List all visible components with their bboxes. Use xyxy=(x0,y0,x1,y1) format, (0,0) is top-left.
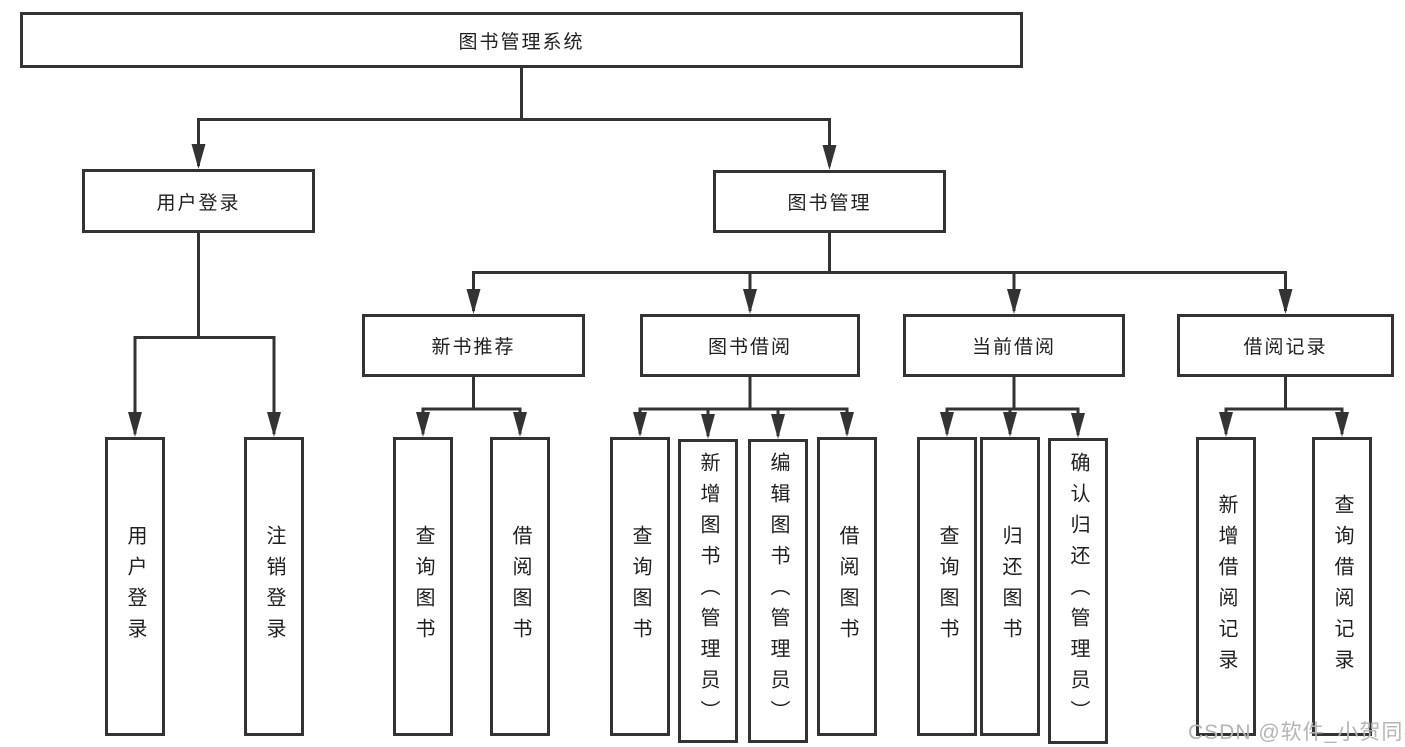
leaf-label: 确认归还（管理员） xyxy=(1067,451,1089,731)
leaf-user-login: 用户登录 xyxy=(105,437,165,736)
leaf-query-books: 查询图书 xyxy=(917,437,977,736)
node-label: 图书管理系统 xyxy=(458,31,585,53)
leaf-label: 查询图书 xyxy=(412,524,434,649)
leaf-borrow-books: 借阅图书 xyxy=(817,437,877,736)
node-label: 图书借阅 xyxy=(707,337,792,358)
leaf-confirm-return-admin: 确认归还（管理员） xyxy=(1048,438,1108,744)
node-book-management: 图书管理 xyxy=(713,170,946,233)
node-book-borrow: 图书借阅 xyxy=(640,314,860,377)
leaf-label: 查询图书 xyxy=(936,524,958,649)
leaf-label: 注销登录 xyxy=(263,524,285,649)
node-library-management-system: 图书管理系统 xyxy=(20,12,1023,68)
arrowhead-group xyxy=(128,144,1349,439)
leaf-add-borrow-record: 新增借阅记录 xyxy=(1196,437,1256,736)
leaf-label: 新增借阅记录 xyxy=(1215,493,1237,680)
leaf-label: 借阅图书 xyxy=(836,524,858,649)
leaf-query-books: 查询图书 xyxy=(393,437,453,736)
leaf-label: 新增图书（管理员） xyxy=(697,451,719,731)
leaf-label: 编辑图书（管理员） xyxy=(767,451,789,731)
node-new-book-recommend: 新书推荐 xyxy=(362,314,585,377)
node-label: 当前借阅 xyxy=(971,337,1056,358)
node-user-login: 用户登录 xyxy=(82,169,315,233)
leaf-query-borrow-record: 查询借阅记录 xyxy=(1312,437,1372,736)
leaf-query-books: 查询图书 xyxy=(610,437,670,736)
leaf-add-books-admin: 新增图书（管理员） xyxy=(678,439,738,743)
leaf-label: 借阅图书 xyxy=(509,524,531,649)
node-borrow-records: 借阅记录 xyxy=(1177,314,1394,377)
leaf-borrow-books: 借阅图书 xyxy=(490,437,550,736)
leaf-label: 查询图书 xyxy=(629,524,651,649)
leaf-logout: 注销登录 xyxy=(244,437,304,736)
leaf-label: 用户登录 xyxy=(124,524,146,649)
node-label: 用户登录 xyxy=(156,192,241,214)
leaf-label: 查询借阅记录 xyxy=(1331,493,1353,680)
leaf-return-books: 归还图书 xyxy=(980,437,1040,736)
leaf-label: 归还图书 xyxy=(999,524,1021,649)
node-label: 图书管理 xyxy=(787,193,872,214)
csdn-watermark: CSDN @软件_小贺同学 xyxy=(1188,721,1405,744)
node-label: 新书推荐 xyxy=(431,337,516,358)
node-label: 借阅记录 xyxy=(1243,337,1328,358)
leaf-edit-books-admin: 编辑图书（管理员） xyxy=(748,439,808,743)
node-current-borrow: 当前借阅 xyxy=(903,314,1125,377)
